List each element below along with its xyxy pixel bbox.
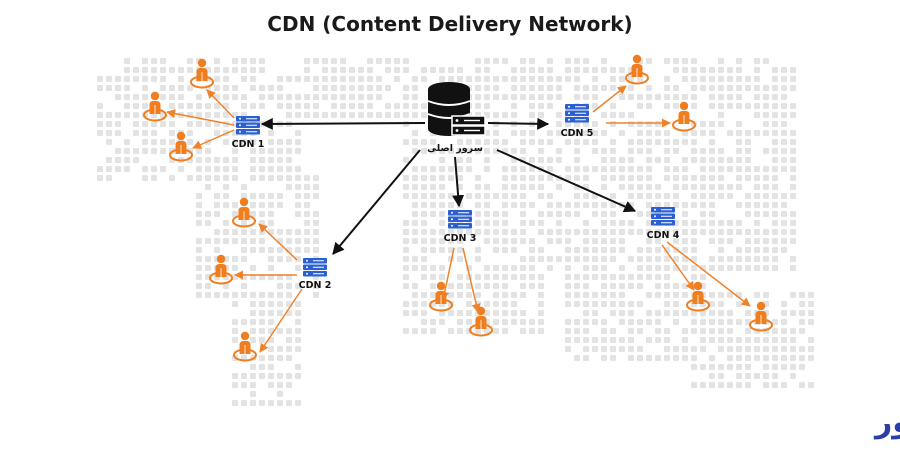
server-rack-icon (651, 207, 675, 226)
cdn-label: CDN 5 (561, 128, 594, 139)
link-origin-cdn5 (487, 117, 550, 130)
user-icon (169, 131, 193, 162)
link-origin-cdn1 (260, 117, 426, 130)
brand-logo: ایران سرور (873, 405, 900, 440)
link-origin-cdn3 (452, 156, 465, 208)
database-server-icon (427, 82, 486, 136)
link-origin-cdn2 (332, 149, 421, 255)
cdn-label: CDN 1 (232, 139, 265, 150)
users (143, 54, 773, 362)
user-icon (190, 58, 214, 89)
link-cdn2-user3 (259, 288, 303, 353)
cdn-node-2 (303, 258, 327, 277)
user-icon (749, 301, 773, 332)
user-icon (672, 101, 696, 132)
origin-links (260, 117, 637, 255)
cdn-label: CDN 3 (444, 233, 477, 244)
link-cdn4-user2 (666, 241, 751, 307)
link-origin-cdn4 (496, 149, 637, 213)
cdn-label: CDN 4 (647, 230, 680, 241)
server-rack-icon (448, 210, 472, 229)
user-icon (469, 306, 493, 337)
link-cdn5-user1 (592, 85, 627, 113)
user-icon (233, 331, 257, 362)
cdn-servers: CDN 1 CDN 2 CDN 3 CDN 4 CDN 5 (232, 104, 680, 291)
link-cdn1-user3 (192, 129, 235, 149)
user-icon (143, 91, 167, 122)
server-rack-icon (565, 104, 589, 123)
user-icon (429, 281, 453, 312)
user-links (166, 85, 751, 353)
user-icon (209, 254, 233, 285)
origin-server (427, 82, 486, 136)
link-cdn1-user2 (166, 109, 235, 126)
user-icon (625, 54, 649, 85)
cdn-node-3 (448, 210, 472, 229)
server-rack-icon (303, 258, 327, 277)
cdn-node-4 (651, 207, 675, 226)
cdn-label: CDN 2 (299, 280, 332, 291)
link-cdn2-user1 (258, 223, 298, 261)
user-icon (686, 281, 710, 312)
cdn-node-5 (565, 104, 589, 123)
diagram-title: CDN (Content Delivery Network) (267, 12, 633, 36)
link-cdn3-user2 (462, 247, 481, 313)
link-cdn1-user1 (206, 89, 235, 119)
origin-label: سرور اصلی (427, 143, 483, 154)
cdn-node-1 (236, 116, 260, 135)
link-cdn4-user1 (661, 244, 695, 291)
link-cdn3-user1 (440, 247, 455, 301)
server-rack-icon (236, 116, 260, 135)
user-icon (232, 197, 256, 228)
world-map-dots (97, 58, 814, 406)
